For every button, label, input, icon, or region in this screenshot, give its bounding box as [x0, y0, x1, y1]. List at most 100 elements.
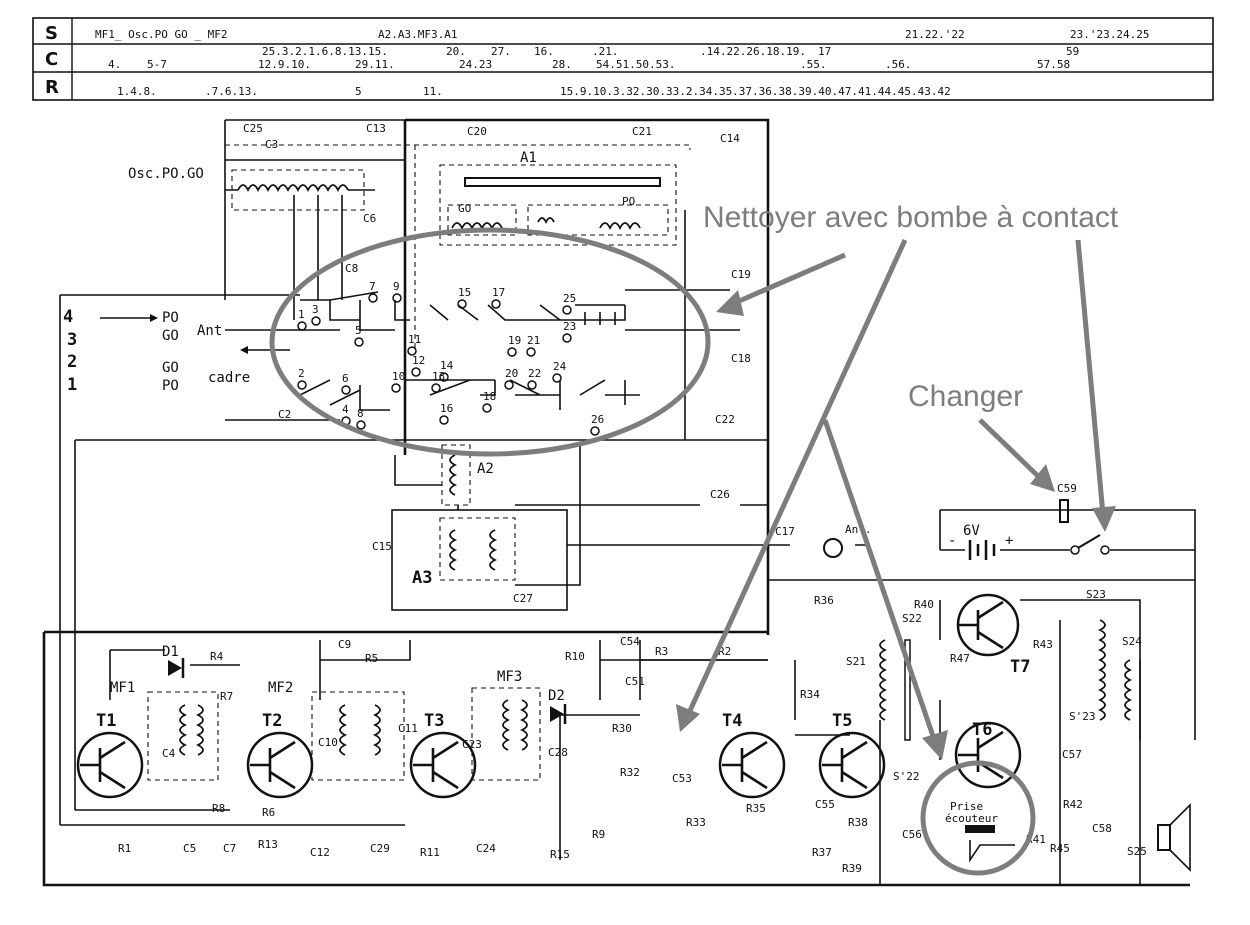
header-c-cell: 5-7	[147, 58, 167, 71]
switch-contact-6-terminal	[341, 385, 351, 395]
header-s-cell: 23.'23.24.25	[1070, 28, 1149, 41]
t5-label: T5	[832, 711, 852, 731]
resistor-r10-label: R10	[565, 650, 585, 663]
switch-contact-3-label: 3	[312, 303, 319, 316]
resistor-r30-label: R30	[612, 722, 632, 735]
component-labels: Osc.PO.GO A1 GO PO A2 A3 MF1 MF2 MF3 6V …	[63, 150, 1030, 825]
switch-contact-11-terminal	[407, 346, 417, 356]
switch-contact-7-terminal	[368, 293, 378, 303]
resistor-r9-label: R9	[592, 828, 605, 841]
capacitor-c2-label: C2	[278, 408, 291, 421]
header-c-cell: 25.3.2.1.6.8.13.15.	[262, 45, 388, 58]
header-c-cell: 54.51.50.53.	[596, 58, 675, 71]
switch-contact-16-terminal	[439, 415, 449, 425]
switch-contact-9-label: 9	[393, 280, 400, 293]
band-go2-label: GO	[162, 360, 179, 376]
resistor-r33-label: R33	[686, 816, 706, 829]
transistors	[76, 593, 1022, 799]
resistor-r34-label: R34	[800, 688, 820, 701]
t7-label: T7	[1010, 657, 1030, 677]
switch-contact-11-label: 11	[408, 333, 421, 346]
switch-contact-1-terminal	[297, 321, 307, 331]
switch-contact-19-terminal	[507, 347, 517, 357]
resistor-r43-label: R43	[1033, 638, 1053, 651]
a2-block-label: A2	[477, 461, 494, 477]
capacitor-c11-label: C11	[398, 722, 418, 735]
header-c-cell: 20.	[446, 45, 466, 58]
switch-contact-18-label: 18	[483, 390, 496, 403]
band-go-label: GO	[162, 328, 179, 344]
switch-contact-8-terminal	[356, 420, 366, 430]
capacitor-c53-label: C53	[672, 772, 692, 785]
transistor-t6	[954, 721, 1022, 789]
resistor-r1-label: R1	[118, 842, 131, 855]
resistor-r47-label: R47	[950, 652, 970, 665]
switch-contacts: 1234567891011121314151617181920212223242…	[297, 280, 604, 436]
header-c-cell: 24.23	[459, 58, 492, 71]
resistor-r35-label: R35	[746, 802, 766, 815]
resistor-r36-label: R36	[814, 594, 834, 607]
capacitor-c17-label: C17	[775, 525, 795, 538]
switch-contact-12-label: 12	[412, 354, 425, 367]
capacitor-c18-label: C18	[731, 352, 751, 365]
capacitor-c58-label: C58	[1092, 822, 1112, 835]
header-c-cell: 57.58	[1037, 58, 1070, 71]
header-c-cell: 29.11.	[355, 58, 395, 71]
transistor-t2	[246, 731, 314, 799]
capacitor-c27-label: C27	[513, 592, 533, 605]
capacitor-c5-label: C5	[183, 842, 196, 855]
band-number-3: 3	[67, 330, 77, 350]
switch-contact-1-label: 1	[298, 308, 305, 321]
switch-contact-21-label: 21	[527, 334, 540, 347]
capacitor-c13-label: C13	[366, 122, 386, 135]
resistor-r6-label: R6	[262, 806, 275, 819]
switch-contact-26-terminal	[590, 426, 600, 436]
diode-d2-symbol	[550, 706, 564, 722]
header-r-cell: 5	[355, 85, 362, 98]
band-number-2: 2	[67, 352, 77, 372]
header-s-cell: 21.22.'22	[905, 28, 965, 41]
capacitor-c54-label: C54	[620, 635, 640, 648]
d2-label: D2	[548, 688, 565, 704]
header-c-cell: 16.	[534, 45, 554, 58]
capacitor-c20-label: C20	[467, 125, 487, 138]
switch-contact-19-label: 19	[508, 334, 521, 347]
osc-block-label: Osc.PO.GO	[128, 166, 204, 182]
capacitor-c56-label: C56	[902, 828, 922, 841]
resistor-r39-label: R39	[842, 862, 862, 875]
switch-contact-14-terminal	[439, 372, 449, 382]
header-c-cell: 28.	[552, 58, 572, 71]
battery-plus-label: +	[1005, 533, 1013, 549]
header-c-cell: 27.	[491, 45, 511, 58]
t1-label: T1	[96, 711, 116, 731]
resistor-r32-label: R32	[620, 766, 640, 779]
switch-contact-22-label: 22	[528, 367, 541, 380]
battery-minus-label: -	[948, 533, 956, 549]
capacitor-c4-label: C4	[162, 747, 176, 760]
resistor-r40-label: R40	[914, 598, 934, 611]
capacitor-c3-label: C3	[265, 138, 278, 151]
transistor-t7	[956, 593, 1020, 657]
transformer-s24-label: S24	[1122, 635, 1142, 648]
switch-contact-18-terminal	[482, 403, 492, 413]
header-r-cell: 11.	[423, 85, 443, 98]
switch-contact-25-terminal	[562, 305, 572, 315]
switch-contact-24-terminal	[552, 373, 562, 383]
header-c-cell: 4.	[108, 58, 121, 71]
transformer-s21-label: S21	[846, 655, 866, 668]
header-s-cell: MF1_ Osc.PO GO _ MF2	[95, 28, 227, 41]
t6-label: T6	[972, 720, 992, 740]
switch-contact-14-label: 14	[440, 359, 454, 372]
switch-contact-20-label: 20	[505, 367, 518, 380]
resistor-r7-label: R7	[220, 690, 233, 703]
switch-contact-6-label: 6	[342, 372, 349, 385]
switch-contact-23-label: 23	[563, 320, 576, 333]
t4-label: T4	[722, 711, 742, 731]
switch-contact-20-terminal	[504, 380, 514, 390]
switch-contact-17-label: 17	[492, 286, 505, 299]
transistor-t1	[76, 731, 144, 799]
capacitor-c28-label: C28	[548, 746, 568, 759]
band-po-label: PO	[162, 310, 179, 326]
switch-contact-23-terminal	[562, 333, 572, 343]
header-c-cell: .56.	[885, 58, 912, 71]
